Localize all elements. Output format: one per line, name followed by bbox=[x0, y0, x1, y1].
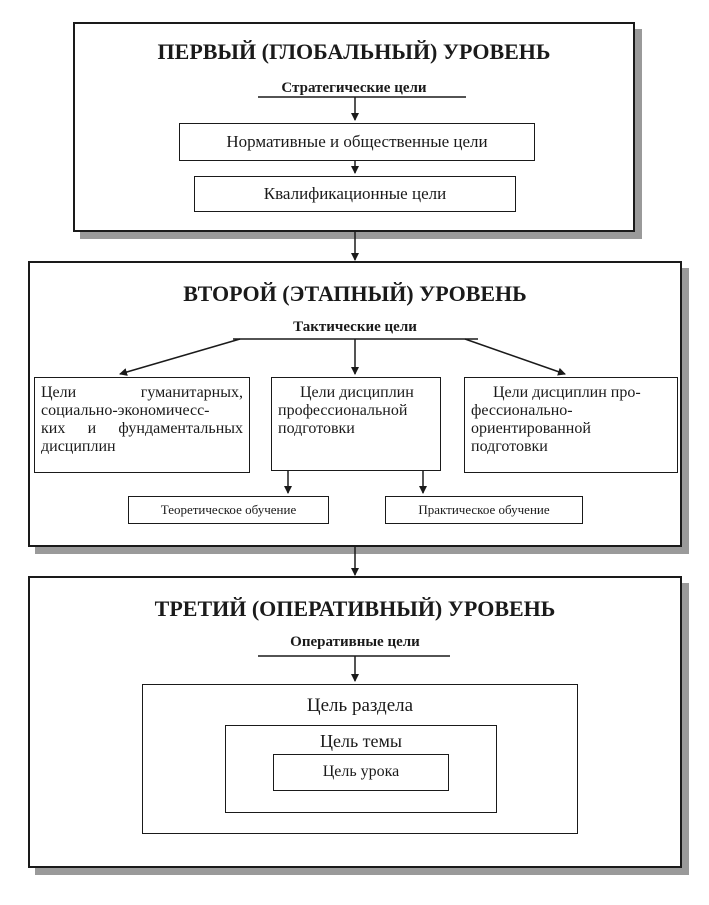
humanitarian-line-3: ких и фундаментальных bbox=[41, 420, 243, 437]
lesson-goal-label: Цель урока bbox=[322, 763, 400, 780]
professional-line-3: подготовки bbox=[278, 420, 355, 437]
level1-title: ПЕРВЫЙ (ГЛОБАЛЬНЫЙ) УРОВЕНЬ bbox=[157, 39, 551, 64]
level2-oriented-goals-box: Цели дисциплин про- фессионально- ориент… bbox=[464, 377, 678, 473]
level2-professional-goals-box: Цели дисциплин профессиональной подготов… bbox=[271, 377, 441, 471]
section-goal-label: Цель раздела bbox=[306, 695, 414, 716]
level2-subtitle: Тактические цели bbox=[293, 319, 417, 335]
oriented-line-3: ориентированной bbox=[471, 420, 591, 437]
level3-subtitle: Оперативные цели bbox=[290, 634, 420, 650]
level1-normative-goals-box: Нормативные и общественные цели bbox=[179, 123, 535, 161]
humanitarian-line-1: Цели гуманитарных, bbox=[41, 384, 243, 401]
level3-title: ТРЕТИЙ (ОПЕРАТИВНЫЙ) УРОВЕНЬ bbox=[154, 596, 556, 621]
lesson-goal-box: Цель урока bbox=[273, 754, 449, 791]
arrow-tactical-to-humanitarian bbox=[119, 338, 241, 376]
oriented-line-2: фессионально- bbox=[471, 402, 573, 419]
oriented-line-4: подготовки bbox=[471, 438, 548, 455]
section-goal-box: Цель раздела Цель темы Цель урока bbox=[142, 684, 578, 834]
topic-goal-box: Цель темы Цель урока bbox=[225, 725, 497, 813]
topic-goal-label: Цель темы bbox=[319, 731, 403, 751]
level3-panel: ТРЕТИЙ (ОПЕРАТИВНЫЙ) УРОВЕНЬ Оперативные… bbox=[28, 576, 682, 868]
level2-title: ВТОРОЙ (ЭТАПНЫЙ) УРОВЕНЬ bbox=[183, 281, 527, 306]
level2-panel: ВТОРОЙ (ЭТАПНЫЙ) УРОВЕНЬ Тактические цел… bbox=[28, 261, 682, 547]
professional-line-2: профессиональной bbox=[278, 402, 408, 419]
humanitarian-line-2: социально-экономичесс- bbox=[41, 402, 210, 419]
arrow-tactical-to-oriented bbox=[464, 338, 566, 376]
level1-qualification-goals-box: Квалификационные цели bbox=[194, 176, 516, 212]
humanitarian-line-4: дисциплин bbox=[41, 438, 116, 455]
professional-line-1: Цели дисциплин bbox=[300, 384, 414, 401]
level2-humanitarian-goals-box: Цели гуманитарных, социально-экономичесс… bbox=[34, 377, 250, 473]
level1-panel: ПЕРВЫЙ (ГЛОБАЛЬНЫЙ) УРОВЕНЬ Стратегическ… bbox=[73, 22, 635, 232]
practical-training-box: Практическое обучение bbox=[385, 496, 583, 524]
level1-subtitle: Стратегические цели bbox=[281, 80, 427, 96]
theoretical-training-box: Теоретическое обучение bbox=[128, 496, 329, 524]
oriented-line-1: Цели дисциплин про- bbox=[493, 384, 641, 401]
